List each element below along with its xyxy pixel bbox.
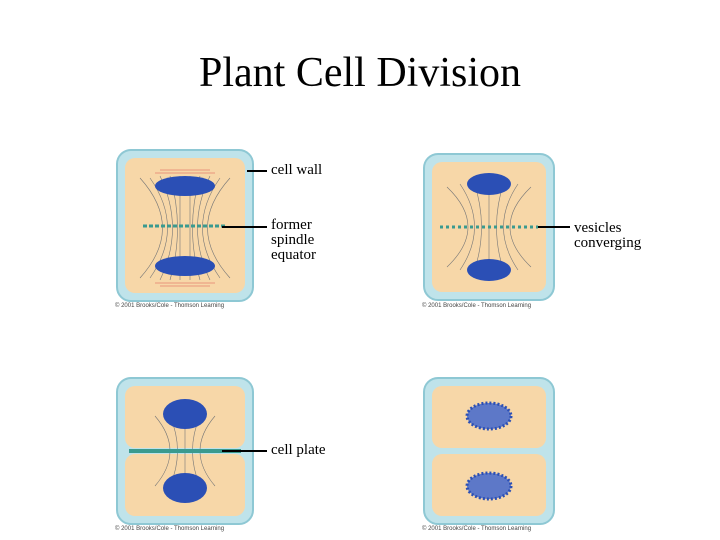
cell-diagram-cell-plate (115, 376, 255, 526)
label-cell-wall: cell wall (271, 162, 323, 178)
label-line: former (271, 217, 312, 233)
cell-diagram-telophase (422, 152, 556, 302)
credit-text: © 2001 Brooks/Cole - Thomson Learning (422, 303, 532, 309)
cell-diagram-anaphase (115, 148, 255, 303)
cell-diagram-daughter-cells (422, 376, 556, 526)
credit-text: © 2001 Brooks/Cole - Thomson Learning (422, 526, 532, 532)
cell-wall-leader (247, 170, 267, 172)
label-line: converging (574, 235, 642, 251)
label-vesicles-converging: vesicles converging (574, 221, 641, 251)
vesicles-leader (538, 226, 570, 228)
spindle-equator-leader (222, 226, 267, 228)
credit-text: © 2001 Brooks/Cole - Thomson Learning (115, 526, 225, 532)
label-line: vesicles (574, 220, 622, 236)
label-line: equator (271, 247, 316, 263)
label-line: spindle (271, 232, 315, 248)
label-former-spindle-equator: former spindle equator (271, 218, 316, 263)
label-cell-plate: cell plate (271, 442, 326, 458)
page-title: Plant Cell Division (198, 50, 521, 96)
cell-plate-leader (222, 450, 267, 452)
credit-text: © 2001 Brooks/Cole - Thomson Learning (115, 303, 225, 309)
